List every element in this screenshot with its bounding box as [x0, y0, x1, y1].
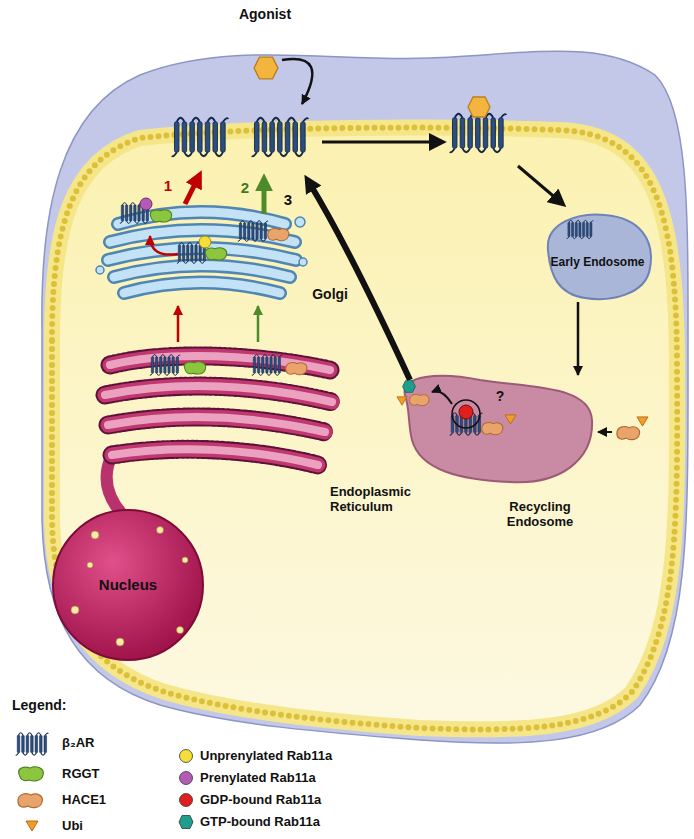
- legend-ubi-icon: [26, 821, 38, 831]
- exchange-arrow: [432, 391, 452, 404]
- receptor-er-hace1: [252, 355, 282, 376]
- recycling-endosome-shape: [405, 376, 593, 482]
- legend-text: Prenylated Rab11a: [200, 771, 316, 786]
- legend-swatch: [179, 816, 193, 829]
- agonist-arrow: [282, 59, 312, 104]
- gtp-rab11a: [403, 381, 416, 393]
- hace1-er: [286, 362, 307, 374]
- cell-surface: [42, 51, 688, 743]
- rggt-golgi-prenylated: [150, 210, 171, 222]
- legend-row: Ubi: [62, 817, 83, 835]
- internalisation-arrow: [518, 166, 558, 200]
- legend-row: Unprenylated Rab11a: [178, 747, 332, 765]
- legend-swatch-box: [178, 814, 194, 830]
- endoplasmic-reticulum-shape: [105, 356, 332, 465]
- legend-text: RGGT: [62, 767, 100, 782]
- agonist-hexagon: [254, 57, 278, 79]
- legend-text: GDP-bound Rab11a: [200, 793, 321, 808]
- legend-heading: Legend:: [12, 697, 66, 713]
- hace1-recycling-gtp: [410, 394, 429, 405]
- unprenylated-rab11a: [199, 236, 211, 248]
- legend-swatch: [180, 794, 193, 807]
- receptor-bound: [450, 114, 506, 153]
- legend-hace1-icon: [18, 794, 42, 808]
- callout-number: 1: [164, 177, 172, 194]
- callout-number: ?: [496, 388, 505, 404]
- callout-number: 3: [284, 191, 292, 208]
- hace1-free: [617, 427, 640, 440]
- question-ring: [452, 400, 480, 428]
- gdp-rab11a: [459, 405, 473, 419]
- rggt-er: [184, 362, 205, 374]
- node-label: Agonist: [225, 6, 305, 22]
- legend-row: β₂AR: [62, 734, 95, 752]
- prenylated-rab11a: [140, 198, 152, 210]
- legend-text: GTP-bound Rab11a: [200, 815, 320, 830]
- legend-row: GTP-bound Rab11a: [178, 813, 320, 831]
- legend-swatch-box: [178, 770, 194, 786]
- legend-row: Prenylated Rab11a: [178, 769, 316, 787]
- receptor-membrane: [252, 118, 308, 157]
- node-label: Early Endosome: [540, 256, 655, 270]
- receptor-early-endosome: [567, 220, 594, 238]
- ubi-free: [637, 417, 648, 426]
- node-label: Endoplasmic Reticulum: [330, 485, 430, 515]
- pathway-arrow-1: [185, 180, 197, 204]
- ubi-recycling-gtp: [397, 397, 407, 405]
- receptor-er-rggt: [150, 355, 180, 376]
- receptor-membrane: [172, 118, 228, 157]
- agonist-node: Agonist: [225, 3, 305, 93]
- recycling-endosome-node: Recycling Endosome: [400, 375, 590, 530]
- golgi-node: Golgi: [100, 198, 350, 306]
- legend-row: GDP-bound Rab11a: [178, 791, 321, 809]
- legend-text: β₂AR: [62, 736, 95, 751]
- legend-swatch-box: [178, 748, 194, 764]
- nucleus-node: Nucleus: [53, 510, 203, 660]
- legend-rggt-icon: [19, 767, 44, 781]
- early-endosome-node: Early Endosome: [540, 210, 655, 302]
- ubi-recycling: [505, 415, 516, 424]
- golgi-vesicles: [96, 217, 307, 274]
- callout-number: 2: [241, 179, 249, 196]
- legend-swatch: [180, 750, 193, 763]
- prenylation-arrow: [150, 236, 178, 255]
- golgi-shape: [108, 212, 296, 293]
- hace1-recruit-arrow: [598, 431, 612, 433]
- cytoplasm: [52, 128, 677, 730]
- connector-arrow: [177, 306, 180, 342]
- legend-swatch-box: [178, 792, 194, 808]
- activation-arrow: [322, 141, 436, 144]
- nucleus-shape: [53, 510, 203, 660]
- connector-arrow: [257, 306, 260, 342]
- node-label: Recycling Endosome: [490, 500, 590, 530]
- connector-arrow: [577, 302, 580, 375]
- membrane-lipids: [52, 128, 677, 730]
- legend-swatch: [180, 772, 193, 785]
- node-label: Nucleus: [53, 576, 203, 593]
- legend-text: Unprenylated Rab11a: [200, 749, 332, 764]
- agonist-bound: [468, 97, 490, 117]
- pathway-arrow-2: [262, 184, 267, 214]
- hace1-recycling: [482, 422, 503, 434]
- receptor-golgi-hace1: [238, 221, 268, 242]
- rggt-golgi-unprenylated: [205, 248, 226, 260]
- legend-row: RGGT: [62, 765, 100, 783]
- node-label: Golgi: [312, 286, 348, 302]
- pathway-arrow-3: [310, 184, 410, 380]
- legend-receptor-icon: [16, 733, 49, 755]
- legend-text: Ubi: [62, 819, 83, 834]
- hace1-golgi: [268, 228, 289, 240]
- legend-text: HACE1: [62, 793, 106, 808]
- legend-row: HACE1: [62, 791, 106, 809]
- er-node: Endoplasmic Reticulum: [95, 342, 430, 517]
